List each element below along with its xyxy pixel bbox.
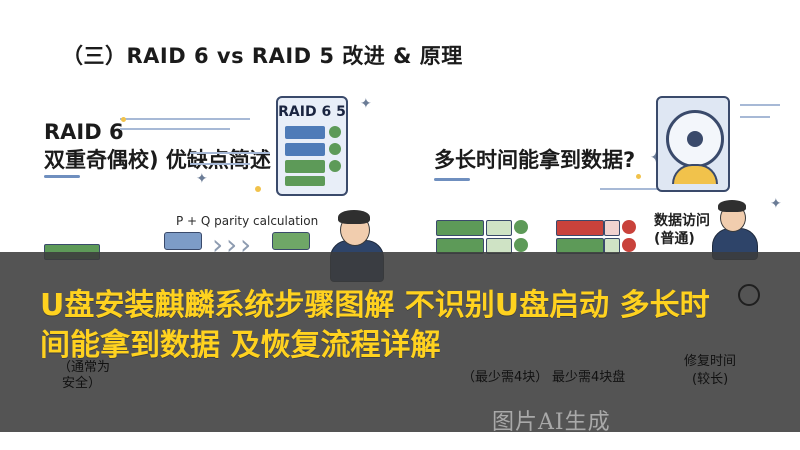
disk-core (687, 131, 703, 147)
under-label: 安全） (62, 376, 102, 391)
disk-stack (272, 232, 312, 252)
server-slot (285, 176, 325, 186)
person-hair (338, 210, 370, 224)
disk-stack (164, 232, 204, 252)
decor-line (190, 152, 270, 154)
check-icon (329, 160, 341, 172)
right-heading: 多长时间能拿到数据? (434, 148, 636, 172)
decor-dot (636, 174, 641, 179)
sparkle-icon: ✦ (650, 150, 662, 166)
under-label: 最少需4块盘 (552, 370, 626, 385)
page-title: （三）RAID 6 vs RAID 5 改进 & 原理 (62, 44, 463, 68)
clock-icon (738, 284, 760, 306)
server-slot (285, 160, 325, 173)
decor-line (740, 104, 780, 106)
pq-parity-label: P + Q parity calculation (176, 214, 319, 228)
check-icon (514, 238, 528, 252)
decor-line (120, 128, 230, 130)
banner-headline: U盘安装麒麟系统步骤图解 不识别U盘启动 多长时间能拿到数据 及恢复流程详解 (40, 288, 710, 363)
sparkle-icon: ✦ (196, 171, 208, 187)
server-label: RAID 6 5 (278, 104, 346, 120)
check-icon (329, 126, 341, 138)
repair-time-sublabel: (较长) (692, 372, 729, 387)
gauge-icon (672, 164, 718, 184)
left-heading-line2: 双重奇偶校) 优缺点简述 (44, 148, 271, 172)
chevron-right-icon: › (240, 228, 252, 261)
disk-bar (272, 232, 310, 250)
disk-bar (164, 232, 202, 250)
close-icon (622, 238, 636, 252)
overlay-banner (0, 252, 800, 432)
decor-line (740, 116, 770, 118)
right-heading-underline (434, 178, 470, 181)
disk-row (556, 220, 604, 236)
decor-dot (255, 186, 261, 192)
chevron-right-icon: › (212, 228, 224, 261)
close-icon (622, 220, 636, 234)
left-heading-line1: RAID 6 (44, 120, 124, 144)
decor-dot (121, 117, 126, 122)
decor-line (190, 163, 250, 165)
ai-watermark: 图片AI生成 (492, 410, 611, 435)
repair-time-label: 修复时间 (684, 354, 737, 369)
data-access-line2: (普通) (654, 231, 695, 247)
data-access-line1: 数据访问 (654, 213, 710, 229)
disk-row (436, 220, 484, 236)
sparkle-icon: ✦ (770, 196, 782, 212)
disk-row (486, 220, 512, 236)
data-access-label: 数据访问 (普通) (654, 212, 710, 248)
server-slot (285, 143, 325, 156)
under-label: （最少需4块） (462, 370, 549, 385)
server-slot (285, 126, 325, 139)
decor-line (120, 118, 250, 120)
server-icon: RAID 6 5 (276, 96, 348, 196)
check-icon (329, 143, 341, 155)
decor-line (600, 188, 680, 190)
disk-row (604, 220, 620, 236)
disk-platter (666, 110, 724, 168)
left-heading-underline (44, 175, 80, 178)
under-label: （通常为 (58, 360, 111, 375)
hard-disk-icon (656, 96, 730, 192)
chevron-right-icon: › (226, 228, 238, 261)
person-hair (718, 200, 746, 212)
check-icon (514, 220, 528, 234)
left-heading: RAID 6 双重奇偶校) 优缺点简述 (44, 118, 271, 174)
sparkle-icon: ✦ (360, 96, 372, 112)
